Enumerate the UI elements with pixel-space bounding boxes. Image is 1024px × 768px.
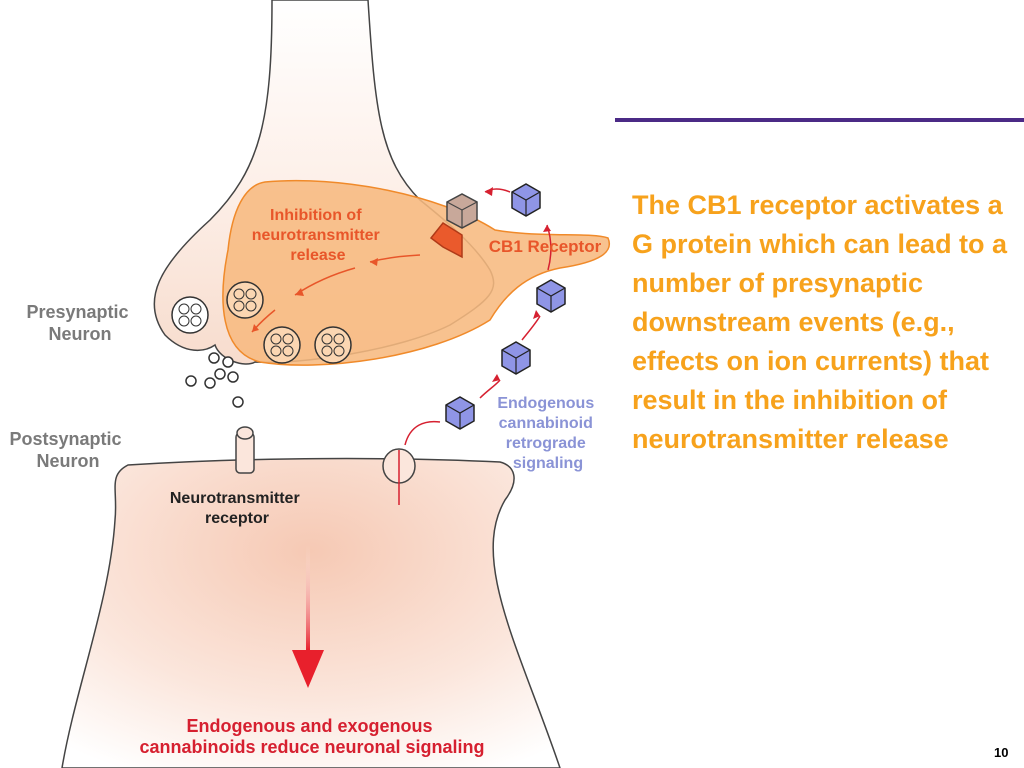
cannabinoid-cube — [445, 396, 475, 430]
signal-arrow-head — [292, 650, 324, 688]
slide-number: 10 — [994, 745, 1009, 760]
postsynaptic-neuron — [61, 457, 561, 768]
vesicle — [226, 281, 264, 319]
vesicle — [171, 296, 209, 334]
postsynaptic-label: Postsynaptic Neuron — [9, 429, 126, 471]
signal-arrow-shaft — [306, 545, 310, 650]
presynaptic-label: Presynaptic Neuron — [26, 302, 133, 344]
bottom-caption: Endogenous and exogenous cannabinoids re… — [139, 716, 484, 757]
cannabinoid-cube — [511, 183, 541, 217]
inhibition-arrowheads — [252, 258, 378, 332]
vesicle — [314, 326, 352, 364]
endogenous-label: Endogenous cannabinoid retrograde signal… — [497, 395, 598, 472]
cb1-receptor-shape — [429, 193, 478, 259]
synapse-diagram: Presynaptic Neuron Postsynaptic Neuron I… — [9, 0, 610, 768]
cannabinoid-cube — [536, 279, 566, 313]
explanation-text: The CB1 receptor activates a G protein w… — [632, 186, 1022, 459]
inhibition-zone — [222, 179, 610, 366]
retrograde-arrow-start — [404, 420, 441, 446]
explanation-paragraph: The CB1 receptor activates a G protein w… — [632, 190, 1008, 454]
cb1-receptor-label: CB1 Receptor — [489, 237, 602, 256]
cannabinoid-cube — [501, 341, 531, 375]
vesicle — [263, 326, 301, 364]
arrowheads — [485, 187, 551, 382]
nt-receptor-label: Neurotransmitter receptor — [170, 490, 304, 527]
neurotransmitter-receptor — [235, 426, 255, 474]
accent-line — [615, 118, 1024, 122]
inhibition-label: Inhibition of neurotransmitter release — [252, 207, 384, 264]
neurotransmitter-molecules — [185, 352, 244, 408]
